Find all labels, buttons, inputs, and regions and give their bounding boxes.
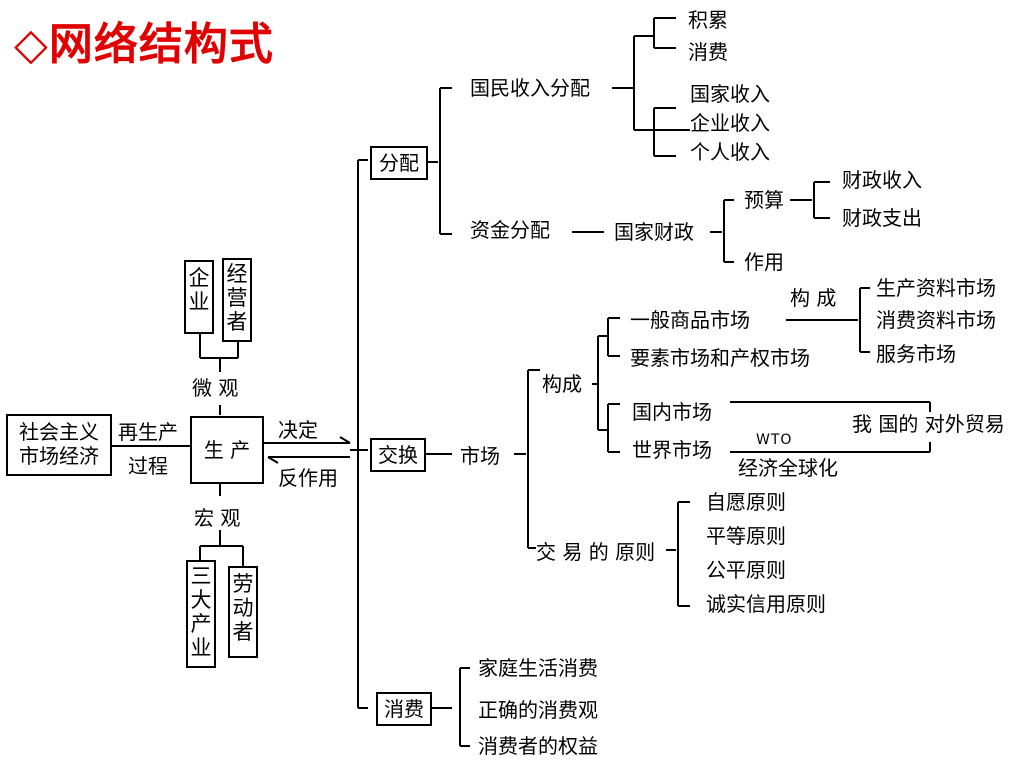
composition-spaced: 构 成: [790, 286, 837, 310]
exchange-label: 交换: [378, 443, 418, 467]
society-line1: 社会主义: [19, 420, 99, 444]
operator-label: 经营者: [226, 262, 248, 334]
socialist-market-economy-box: 社会主义 市场经济: [6, 414, 112, 476]
decide-label: 决定: [278, 418, 318, 442]
enterprise-label: 企业: [188, 266, 210, 314]
principle-equality: 平等原则: [706, 524, 786, 548]
enterprise-box: 企业: [184, 260, 214, 334]
national-income: 国家收入: [690, 82, 770, 106]
consumer-rights: 消费者的权益: [478, 734, 598, 758]
globalization: 经济全球化: [738, 456, 838, 480]
distribution-box: 分配: [370, 146, 428, 180]
personal-income: 个人收入: [690, 140, 770, 164]
accumulation: 积累: [688, 8, 728, 32]
react-label: 反作用: [278, 466, 338, 490]
exchange-box: 交换: [370, 438, 426, 472]
principle-fairness: 公平原则: [706, 558, 786, 582]
page-title: ◇网络结构式: [14, 19, 274, 70]
correct-consumption-view: 正确的消费观: [478, 698, 598, 722]
foreign-trade: 我 国的 对外贸易: [852, 412, 1005, 436]
principle-voluntary: 自愿原则: [706, 490, 786, 514]
fiscal-expenditure: 财政支出: [842, 206, 922, 230]
world-market: 世界市场: [632, 438, 712, 462]
distribution-label: 分配: [379, 151, 419, 175]
enterprise-income: 企业收入: [690, 111, 770, 135]
fund-distribution: 资金分配: [470, 218, 550, 242]
role: 作用: [744, 250, 784, 274]
domestic-market: 国内市场: [632, 400, 712, 424]
factor-market: 要素市场和产权市场: [630, 346, 810, 370]
composition: 构成: [542, 372, 582, 396]
trade-principles: 交 易 的 原则: [536, 540, 656, 564]
production-label: 生 产: [203, 438, 251, 462]
consumption-box: 消费: [376, 692, 432, 726]
consumption-item: 消费: [688, 40, 728, 64]
three-industries-box: 三大产业: [186, 560, 216, 668]
consumption-label: 消费: [384, 697, 424, 721]
state-finance: 国家财政: [614, 220, 694, 244]
laborer-label: 劳动者: [232, 572, 254, 644]
market: 市场: [460, 444, 500, 468]
consumer-goods-market: 消费资料市场: [876, 308, 996, 332]
three-industries-label: 三大产业: [190, 564, 212, 660]
wto-label: WTO: [756, 432, 793, 448]
operator-box: 经营者: [222, 258, 252, 342]
budget: 预算: [744, 188, 784, 212]
production-materials-market: 生产资料市场: [876, 276, 996, 300]
reproduction-line1: 再生产: [118, 420, 178, 444]
fiscal-revenue: 财政收入: [842, 168, 922, 192]
micro-label: 微 观: [192, 376, 239, 400]
reproduction-line2: 过程: [128, 454, 168, 478]
production-box: 生 产: [190, 416, 264, 484]
society-line2: 市场经济: [19, 444, 99, 468]
principle-honesty: 诚实信用原则: [706, 592, 826, 616]
general-goods-market: 一般商品市场: [630, 308, 750, 332]
laborer-box: 劳动者: [228, 566, 258, 658]
national-income-distribution: 国民收入分配: [470, 76, 590, 100]
family-life-consumption: 家庭生活消费: [478, 656, 598, 680]
macro-label: 宏 观: [194, 506, 241, 530]
service-market: 服务市场: [876, 342, 956, 366]
